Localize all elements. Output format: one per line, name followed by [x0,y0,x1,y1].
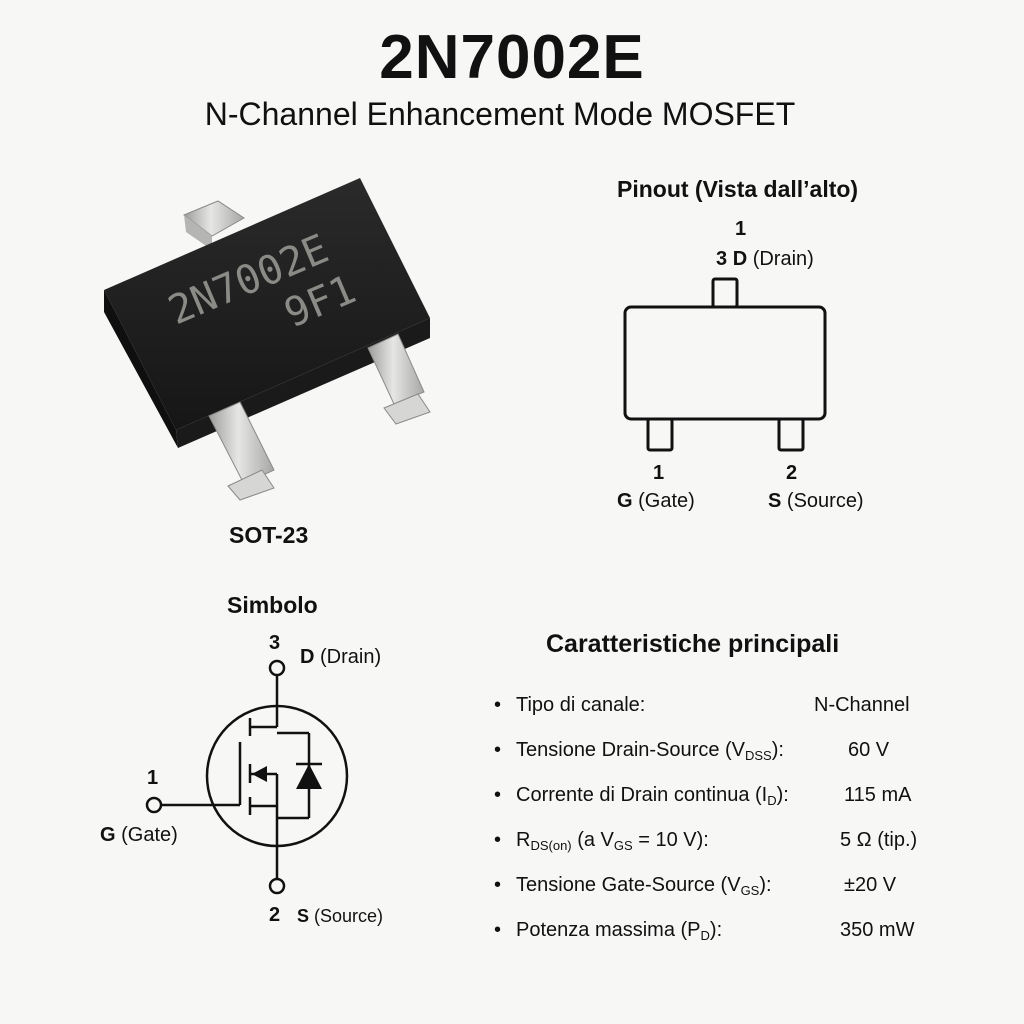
symbol-gate-number: 1 [147,767,159,789]
source-terminal [268,877,286,895]
gate-terminal [145,796,163,814]
pinout-heading: Pinout (Vista dall’alto) [617,176,859,202]
pinout-source-label: S (Source) [768,490,864,513]
characteristics-list: • Tipo di canale: N-Channel • Tensione D… [494,694,944,964]
spec-value: 350 mW [840,919,915,941]
pinout-pin-top [711,277,739,309]
list-bullet: • [494,919,502,941]
spec-name: Potenza massima (PD): [516,919,723,943]
list-bullet: • [494,874,502,896]
pinout-outline [623,277,827,452]
list-bullet: • [494,784,502,806]
spec-name: RDS(on) (a VGS = 10 V): [516,829,709,853]
package-body [104,178,430,448]
pinout-pin-left [646,417,674,452]
package-top-lead [182,200,245,250]
mosfet-symbol [145,659,349,895]
package-bottom-left-lead [208,401,275,501]
spec-channel-type: • Tipo di canale: N-Channel [494,694,944,739]
symbol-drain-name: (Drain) [320,646,382,668]
symbol-gate-label: G (Gate) [100,824,178,847]
package-label: SOT-23 [229,522,309,548]
pinout-gate-label: G (Gate) [617,490,695,513]
channel-arrow [252,766,267,782]
page-title: 2N7002E [379,23,645,92]
list-bullet: • [494,694,502,716]
symbol-gate-letter: G [100,824,116,846]
pinout-pin-right [777,417,805,452]
spec-name: Corrente di Drain continua (ID): [516,784,789,808]
list-bullet: • [494,739,502,761]
list-bullet: • [494,829,502,851]
pinout-drain-number: 3 [716,248,728,270]
pinout-top-pin-number: 1 [735,218,747,240]
pinout-gate-number: 1 [653,462,665,484]
symbol-heading: Simbolo [227,592,318,618]
spec-name: Tensione Drain-Source (VDSS): [516,739,784,763]
pinout-drain-name: (Drain) [752,248,814,270]
symbol-source-label: S (Source) [297,906,383,927]
pinout-drain-letter: D [732,248,748,270]
spec-pd: • Potenza massima (PD): 350 mW [494,919,944,964]
spec-rdson: • RDS(on) (a VGS = 10 V): 5 Ω (tip.) [494,829,944,874]
spec-id: • Corrente di Drain continua (ID): 115 m… [494,784,944,829]
pinout-gate-letter: G [617,490,633,512]
symbol-drain-letter: D [300,646,315,668]
spec-vgs: • Tensione Gate-Source (VGS): ±20 V [494,874,944,919]
package-bottom-right-lead [367,333,431,425]
symbol-drain-label: D (Drain) [300,646,381,669]
characteristics-heading: Caratteristiche principali [546,630,840,658]
spec-vdss: • Tensione Drain-Source (VDSS): 60 V [494,739,944,784]
pinout-source-number: 2 [786,462,798,484]
spec-value: N-Channel [814,694,910,716]
symbol-drain-number: 3 [269,632,281,654]
pinout-source-letter: S [768,490,782,512]
symbol-source-letter: S [297,906,310,926]
spec-name: Tensione Gate-Source (VGS): [516,874,772,898]
symbol-source-name: (Source) [314,906,384,926]
pinout-drain-label: 3 D (Drain) [716,248,814,271]
body-diode [296,764,322,789]
spec-name: Tipo di canale: [516,694,646,716]
symbol-gate-name: (Gate) [121,824,178,846]
spec-value: ±20 V [844,874,897,896]
pinout-gate-name: (Gate) [638,490,695,512]
pinout-source-name: (Source) [786,490,864,512]
page-subtitle: N-Channel Enhancement Mode MOSFET [204,96,796,132]
drain-terminal [268,659,286,677]
spec-value: 5 Ω (tip.) [840,829,918,851]
sot23-package: 2N7002E 9F1 [104,178,431,501]
spec-value: 115 mA [844,784,912,806]
symbol-source-number: 2 [269,904,281,926]
pinout-body [623,305,827,421]
spec-value: 60 V [848,739,890,761]
